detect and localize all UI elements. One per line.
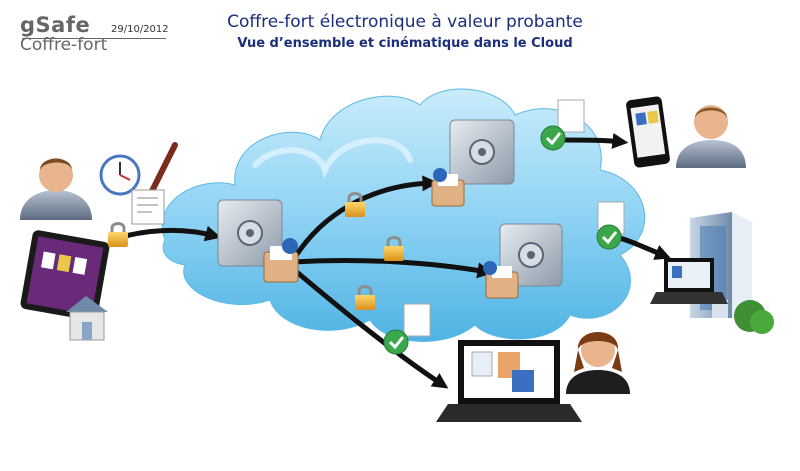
lock-icon (345, 192, 365, 217)
user-right-person-icon (676, 105, 746, 168)
arrow-to-laptop (290, 266, 449, 389)
check-badge-icon (383, 303, 431, 355)
brand-date: 29/10/2012 (111, 24, 169, 35)
laptop-icon (650, 258, 728, 304)
brand-name: gSafe (20, 13, 91, 37)
brand-block: gSafe Coffre-fort (20, 14, 107, 54)
user-woman-person-icon (566, 332, 630, 394)
inbox-icon (263, 238, 299, 283)
laptop-icon (436, 340, 582, 422)
tree-icon (734, 300, 774, 334)
lock-icon (355, 285, 375, 310)
page-subtitle: Vue d’ensemble et cinématique dans le Cl… (237, 36, 573, 51)
check-badge-icon (540, 99, 585, 151)
inbox-icon (431, 168, 465, 207)
lock-icon (108, 222, 128, 247)
phone-icon (626, 96, 670, 168)
page-title: Coffre-fort électronique à valeur proban… (227, 12, 583, 32)
safe-icon (217, 199, 283, 267)
check-badge-icon (596, 201, 625, 250)
clock-icon (99, 154, 141, 196)
house-icon (66, 296, 108, 341)
safe-icon (499, 223, 563, 287)
brand-divider (22, 38, 166, 39)
brand-subtitle: Coffre-fort (20, 35, 108, 55)
document-icon (131, 189, 165, 225)
inbox-icon (483, 261, 519, 299)
user-left-person-icon (20, 158, 92, 220)
lock-icon (384, 236, 404, 261)
arrow-to-middle-safe (291, 257, 494, 279)
arrow-to-phone (561, 132, 629, 149)
safe-icon (449, 119, 515, 185)
